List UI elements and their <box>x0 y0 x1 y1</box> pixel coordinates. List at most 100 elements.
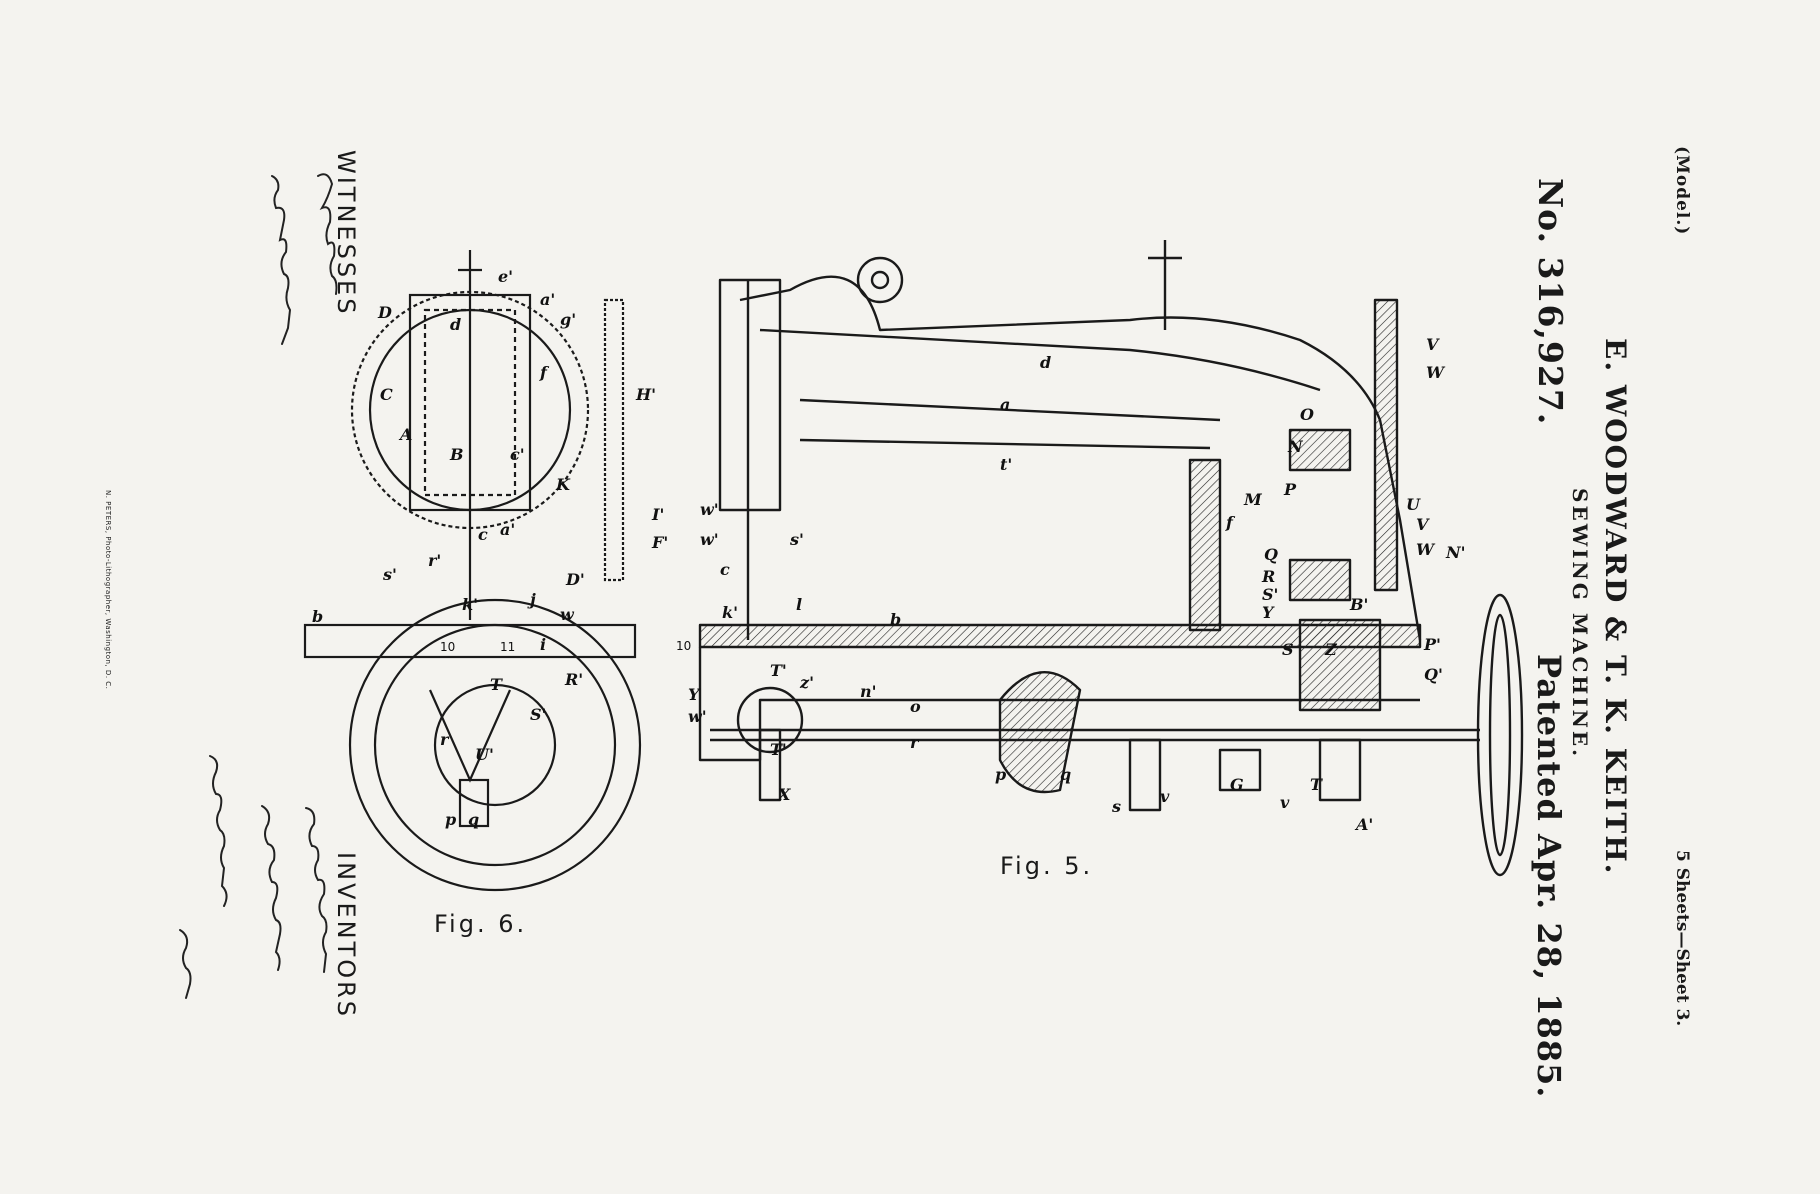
svg-text:H': H' <box>635 385 656 404</box>
svg-text:v: v <box>1280 793 1290 812</box>
inventor-signature-1 <box>305 807 328 973</box>
svg-text:s': s' <box>789 530 804 549</box>
svg-text:10: 10 <box>676 639 691 653</box>
svg-text:d: d <box>450 315 461 334</box>
svg-text:R': R' <box>564 670 583 689</box>
svg-text:t': t' <box>1000 455 1012 474</box>
svg-text:V: V <box>1416 515 1430 534</box>
svg-text:r: r <box>910 733 920 752</box>
svg-text:B: B <box>449 445 464 464</box>
svg-text:n': n' <box>860 682 877 701</box>
svg-text:Y: Y <box>688 685 701 704</box>
svg-text:p: p <box>445 810 456 829</box>
svg-text:V: V <box>1426 335 1440 354</box>
fig6-bed-plate <box>303 623 637 659</box>
svg-text:k': k' <box>722 603 738 622</box>
svg-text:c: c <box>478 525 488 544</box>
svg-text:C: C <box>380 385 393 404</box>
svg-text:o: o <box>910 697 921 716</box>
svg-text:v: v <box>1160 787 1170 806</box>
svg-text:d: d <box>1040 353 1051 372</box>
hand-wheel <box>1476 593 1524 877</box>
svg-text:D: D <box>377 303 392 322</box>
svg-text:A: A <box>398 425 412 444</box>
fig5-caption: Fig. 5. <box>1000 852 1094 880</box>
svg-text:Q': Q' <box>1424 665 1443 684</box>
fig5-part-letters: d a t' w' s' w' c k' l b n' o p q Y w' z… <box>676 335 1466 834</box>
svg-text:11: 11 <box>500 640 515 654</box>
svg-text:b: b <box>890 610 901 629</box>
svg-text:10: 10 <box>440 640 455 654</box>
svg-text:f: f <box>539 363 550 382</box>
svg-text:k': k' <box>462 595 478 614</box>
fig6-caption: Fig. 6. <box>434 910 528 938</box>
inventor-signature-2 <box>261 805 282 971</box>
svg-text:G: G <box>1230 775 1244 794</box>
svg-text:f: f <box>1225 513 1236 532</box>
svg-text:Y: Y <box>1262 603 1275 622</box>
svg-text:M: M <box>1243 490 1263 509</box>
needle-head <box>718 278 782 512</box>
attorney-signature <box>179 929 192 999</box>
svg-text:b: b <box>312 607 323 626</box>
svg-text:w: w <box>560 605 575 624</box>
svg-text:r': r' <box>428 551 441 570</box>
bed-plate <box>698 623 1422 649</box>
svg-text:i: i <box>540 635 546 654</box>
machine-arm <box>739 275 1422 641</box>
svg-text:e': e' <box>498 267 513 286</box>
svg-text:s: s <box>1111 797 1121 816</box>
svg-text:P': P' <box>1423 635 1441 654</box>
svg-text:a': a' <box>500 520 515 539</box>
svg-text:S': S' <box>1262 585 1278 604</box>
svg-text:I': I' <box>651 505 664 524</box>
svg-text:T: T <box>490 675 503 694</box>
svg-text:U: U <box>1406 495 1421 514</box>
svg-text:g': g' <box>560 310 576 329</box>
svg-text:T': T' <box>770 740 787 759</box>
svg-text:B': B' <box>1349 595 1368 614</box>
svg-text:a: a <box>1000 395 1010 414</box>
svg-text:l: l <box>796 595 802 614</box>
svg-text:N': N' <box>1445 543 1466 562</box>
fig6-wheel <box>348 598 642 892</box>
svg-text:q: q <box>1060 765 1071 784</box>
fig6-part-letters: e' D d a' g' C f A B c' H' K I' F' D' c … <box>312 267 668 829</box>
svg-text:Q: Q <box>1264 545 1278 564</box>
witness-signature-2 <box>271 175 292 345</box>
svg-text:R: R <box>1261 567 1275 586</box>
svg-text:Z: Z <box>1324 640 1338 659</box>
svg-text:T: T <box>1310 775 1323 794</box>
inventor-signature-3 <box>209 755 228 907</box>
svg-text:N: N <box>1287 437 1304 456</box>
svg-text:j: j <box>527 590 536 609</box>
svg-text:K: K <box>555 475 571 494</box>
svg-text:w': w' <box>700 530 719 549</box>
svg-text:F': F' <box>651 533 668 552</box>
svg-text:D': D' <box>565 570 585 589</box>
svg-text:W: W <box>1416 540 1436 559</box>
svg-text:r: r <box>440 730 450 749</box>
witness-signature-1 <box>317 173 338 295</box>
svg-text:T': T' <box>770 661 787 680</box>
svg-text:P: P <box>1283 480 1297 499</box>
svg-text:W: W <box>1426 363 1446 382</box>
svg-text:q: q <box>468 810 479 829</box>
svg-text:w': w' <box>688 707 707 726</box>
svg-text:X: X <box>777 785 791 804</box>
svg-text:s': s' <box>382 565 397 584</box>
svg-text:c': c' <box>510 445 525 464</box>
svg-text:A': A' <box>1354 815 1373 834</box>
svg-text:a': a' <box>540 290 555 309</box>
svg-text:S: S <box>1282 640 1294 659</box>
svg-text:p: p <box>995 765 1006 784</box>
svg-text:O: O <box>1300 405 1314 424</box>
svg-text:z': z' <box>799 673 814 692</box>
svg-text:w': w' <box>700 500 719 519</box>
svg-text:S': S' <box>530 705 546 724</box>
svg-text:U': U' <box>475 745 494 764</box>
